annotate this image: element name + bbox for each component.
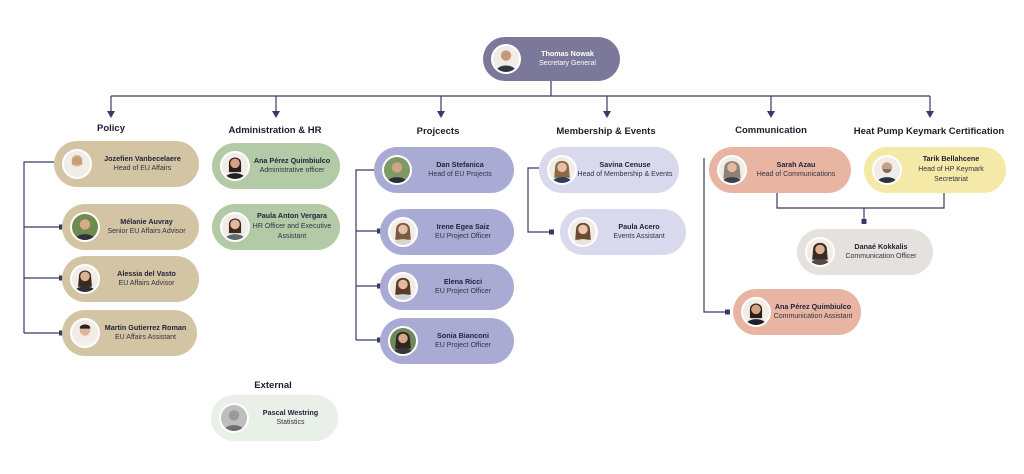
card-alessia-del-vasto[interactable]: Alessia del Vasto EU Affairs Advisor (62, 256, 199, 302)
person-name: Alessia del Vasto (117, 268, 176, 278)
person-name: Sarah Azau (776, 159, 816, 169)
avatar-elena-ricci (388, 272, 418, 302)
person-role: Head of HP Keymark Secretariat (918, 165, 984, 184)
person-role: Head of Communications (756, 171, 836, 178)
person-name: Martin Gutierrez Roman (104, 322, 187, 332)
person-name: Savina Cenuse (599, 159, 651, 169)
dept-heat-pump-keymark: Heat Pump Keymark Certification (853, 126, 1005, 137)
person-name: Dan Stefanica (436, 159, 484, 169)
person-role: EU Affairs Assistant (115, 334, 176, 341)
avatar-dan-stefanica (382, 155, 412, 185)
dept-administration-hr: Administration & HR (228, 125, 322, 136)
card-irene-egea-saiz[interactable]: Irene Egea Saiz EU Project Officer (380, 209, 514, 255)
person-name: Paula Anton Vergara (256, 211, 328, 221)
dept-external: External (254, 380, 292, 391)
person-role: Communication Assistant (773, 313, 853, 320)
dept-membership-events: Membership & Events (556, 126, 656, 137)
avatar-ana-perez-quimbiulco-admin (220, 151, 250, 181)
person-name: Ana Pérez Quimbiulco (774, 301, 852, 311)
card-sonia-bianconi[interactable]: Sonia Bianconi EU Project Officer (380, 318, 514, 364)
card-elena-ricci[interactable]: Elena Ricci EU Project Officer (380, 264, 514, 310)
person-role: Secretary General (539, 60, 596, 67)
avatar-melanie-auvray (70, 212, 100, 242)
avatar-ana-perez-quimbiulco-communication (741, 297, 771, 327)
person-name: Pascal Westring (262, 407, 319, 417)
person-name: Paula Acero (618, 221, 660, 231)
person-name: Mélanie Auvray (120, 216, 173, 226)
person-name: Irene Egea Saiz (436, 221, 490, 231)
person-role: HR Officer and Executive Assistant (252, 222, 332, 241)
person-role: Administrative officer (259, 167, 325, 174)
dept-policy: Policy (97, 123, 125, 134)
avatar-martin-gutierrez-roman (70, 318, 100, 348)
person-name: Elena Ricci (443, 276, 483, 286)
avatar-danae-kokkalis (805, 237, 835, 267)
avatar-irene-egea-saiz (388, 217, 418, 247)
avatar-sonia-bianconi (388, 326, 418, 356)
avatar-paula-acero (568, 217, 598, 247)
person-role: Head of EU Affairs (113, 165, 172, 172)
person-name: Sonia Bianconi (437, 330, 489, 340)
dept-communication: Communication (735, 125, 807, 136)
person-role: EU Project Officer (435, 233, 491, 240)
avatar-thomas-nowak (491, 44, 521, 74)
person-name: Danaé Kokkalis (854, 241, 908, 251)
person-name: Ana Pérez Quimbiulco (253, 155, 331, 165)
avatar-pascal-westring (219, 403, 249, 433)
dept-projects: Projcects (416, 126, 460, 137)
avatar-savina-cenuse (547, 155, 577, 185)
person-name: Jozefien Vanbecelaere (104, 153, 181, 163)
person-role: Senior EU Affairs Advisor (107, 228, 186, 235)
person-name: Thomas Nowak (541, 48, 594, 58)
avatar-alessia-del-vasto (70, 264, 100, 294)
avatar-sarah-azau (717, 155, 747, 185)
person-name: Tarik Bellahcene (922, 154, 980, 164)
person-role: Events Assistant (613, 233, 665, 240)
person-role: Head of EU Projects (428, 171, 492, 178)
person-role: Statistics (276, 419, 305, 426)
avatar-tarik-bellahcene (872, 155, 902, 185)
avatar-paula-anton-vergara (220, 212, 250, 242)
person-role: EU Affairs Advisor (118, 280, 175, 287)
person-role: Communication Officer (845, 253, 917, 260)
person-role: EU Project Officer (435, 342, 491, 349)
card-martin-gutierrez-roman[interactable]: Martin Gutierrez Roman EU Affairs Assista… (62, 310, 197, 356)
person-role: Head of Membership & Events (577, 171, 673, 178)
avatar-jozefien-vanbecelaere (62, 149, 92, 179)
person-role: EU Project Officer (435, 288, 491, 295)
